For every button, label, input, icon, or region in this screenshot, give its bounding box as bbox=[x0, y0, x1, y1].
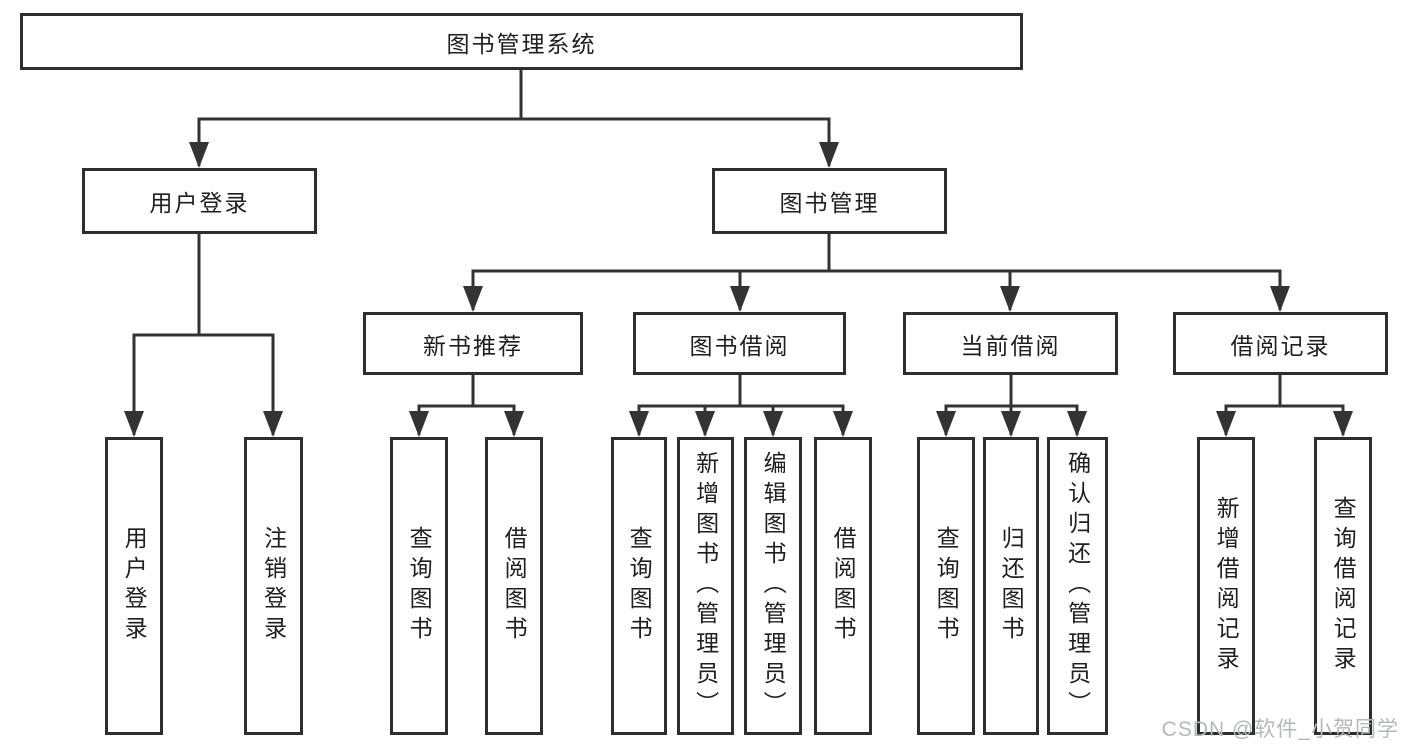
node-new-book-recommend-label: 新书推荐 bbox=[423, 332, 523, 359]
leaf-query-books-recommend-label: 查询图书 bbox=[406, 526, 433, 646]
leaf-user-login: 用户登录 bbox=[105, 437, 163, 735]
node-book-management: 图书管理 bbox=[712, 168, 947, 234]
node-borrow-records: 借阅记录 bbox=[1173, 312, 1388, 375]
node-book-management-label: 图书管理 bbox=[779, 190, 880, 216]
leaf-borrow-books-recommend: 借阅图书 bbox=[485, 437, 543, 735]
leaf-return-books: 归还图书 bbox=[983, 437, 1039, 735]
leaf-edit-books-admin: 编辑图书（管理员） bbox=[744, 437, 802, 735]
leaf-add-books-admin-label: 新增图书（管理员） bbox=[692, 451, 719, 721]
leaf-edit-books-admin-label: 编辑图书（管理员） bbox=[760, 451, 787, 721]
node-borrow-records-label: 借阅记录 bbox=[1230, 332, 1331, 359]
node-root: 图书管理系统 bbox=[20, 13, 1023, 70]
leaf-borrow-books-recommend-label: 借阅图书 bbox=[501, 526, 528, 646]
node-user-login-branch-label: 用户登录 bbox=[149, 190, 250, 216]
leaf-add-books-admin: 新增图书（管理员） bbox=[677, 437, 734, 735]
leaf-query-books-borrow: 查询图书 bbox=[611, 437, 667, 735]
leaf-query-books-recommend: 查询图书 bbox=[390, 437, 448, 735]
node-book-borrow: 图书借阅 bbox=[633, 312, 846, 375]
leaf-borrow-books: 借阅图书 bbox=[814, 437, 872, 735]
leaf-confirm-return-admin-label: 确认归还（管理员） bbox=[1064, 451, 1091, 721]
leaf-add-borrow-record: 新增借阅记录 bbox=[1197, 437, 1255, 735]
node-book-borrow-label: 图书借阅 bbox=[689, 332, 790, 359]
leaf-borrow-books-label: 借阅图书 bbox=[830, 526, 857, 646]
node-new-book-recommend: 新书推荐 bbox=[363, 312, 583, 375]
leaf-query-books-current: 查询图书 bbox=[917, 437, 975, 735]
leaf-query-borrow-record: 查询借阅记录 bbox=[1314, 437, 1372, 735]
leaf-add-borrow-record-label: 新增借阅记录 bbox=[1213, 496, 1240, 676]
leaf-logout: 注销登录 bbox=[244, 437, 303, 735]
leaf-return-books-label: 归还图书 bbox=[998, 526, 1025, 646]
node-current-borrow-label: 当前借阅 bbox=[960, 332, 1061, 359]
leaf-query-borrow-record-label: 查询借阅记录 bbox=[1330, 496, 1357, 676]
watermark: CSDN @软件_小贺同学 bbox=[1161, 718, 1399, 741]
node-current-borrow: 当前借阅 bbox=[903, 312, 1118, 375]
leaf-user-login-label: 用户登录 bbox=[121, 526, 148, 646]
leaf-logout-label: 注销登录 bbox=[260, 526, 287, 646]
node-root-label: 图书管理系统 bbox=[446, 30, 597, 57]
node-user-login-branch: 用户登录 bbox=[82, 168, 317, 234]
leaf-query-books-borrow-label: 查询图书 bbox=[626, 526, 653, 646]
leaf-confirm-return-admin: 确认归还（管理员） bbox=[1047, 437, 1108, 735]
leaf-query-books-current-label: 查询图书 bbox=[933, 526, 960, 646]
